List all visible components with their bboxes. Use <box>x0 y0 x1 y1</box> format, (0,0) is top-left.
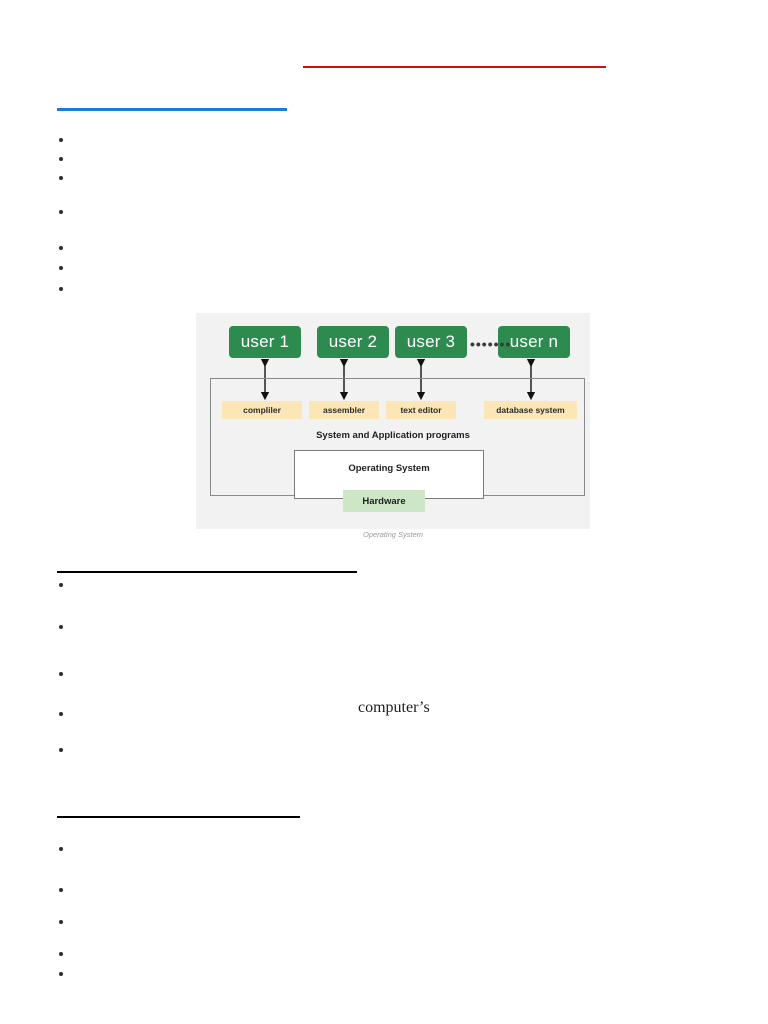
title-rule-red <box>303 66 606 68</box>
list-item <box>59 920 63 924</box>
user-box-n: user n <box>498 326 570 358</box>
list-item <box>59 712 63 716</box>
hardware-box: Hardware <box>343 490 425 512</box>
list-item <box>59 287 63 291</box>
heading-rule-black-1 <box>57 571 357 573</box>
heading-rule-blue <box>57 108 287 111</box>
list-item <box>59 748 63 752</box>
diagram-user-row: user 1 user 2 user 3 user n ••••••• <box>196 326 590 360</box>
service-box-assembler: assembler <box>309 401 379 419</box>
heading-rule-black-2 <box>57 816 300 818</box>
diagram-caption: Operating System <box>362 530 424 539</box>
list-item <box>59 157 63 161</box>
operating-system-diagram: user 1 user 2 user 3 user n ••••••• comp… <box>196 313 590 539</box>
list-item <box>59 625 63 629</box>
list-item <box>59 847 63 851</box>
list-item <box>59 210 63 214</box>
list-item <box>59 952 63 956</box>
service-box-compiler: compliler <box>222 401 302 419</box>
service-box-database-system: database system <box>484 401 577 419</box>
list-item <box>59 888 63 892</box>
list-item <box>59 176 63 180</box>
list-item <box>59 972 63 976</box>
list-item <box>59 246 63 250</box>
list-item <box>59 138 63 142</box>
ellipsis-dots: ••••••• <box>470 336 512 352</box>
service-box-text-editor: text editor <box>386 401 456 419</box>
inline-serif-text: computer’s <box>358 699 430 716</box>
list-item <box>59 672 63 676</box>
user-box-1: user 1 <box>229 326 301 358</box>
user-box-3: user 3 <box>395 326 467 358</box>
system-application-label: System and Application programs <box>316 430 470 441</box>
list-item <box>59 266 63 270</box>
user-box-2: user 2 <box>317 326 389 358</box>
list-item <box>59 583 63 587</box>
